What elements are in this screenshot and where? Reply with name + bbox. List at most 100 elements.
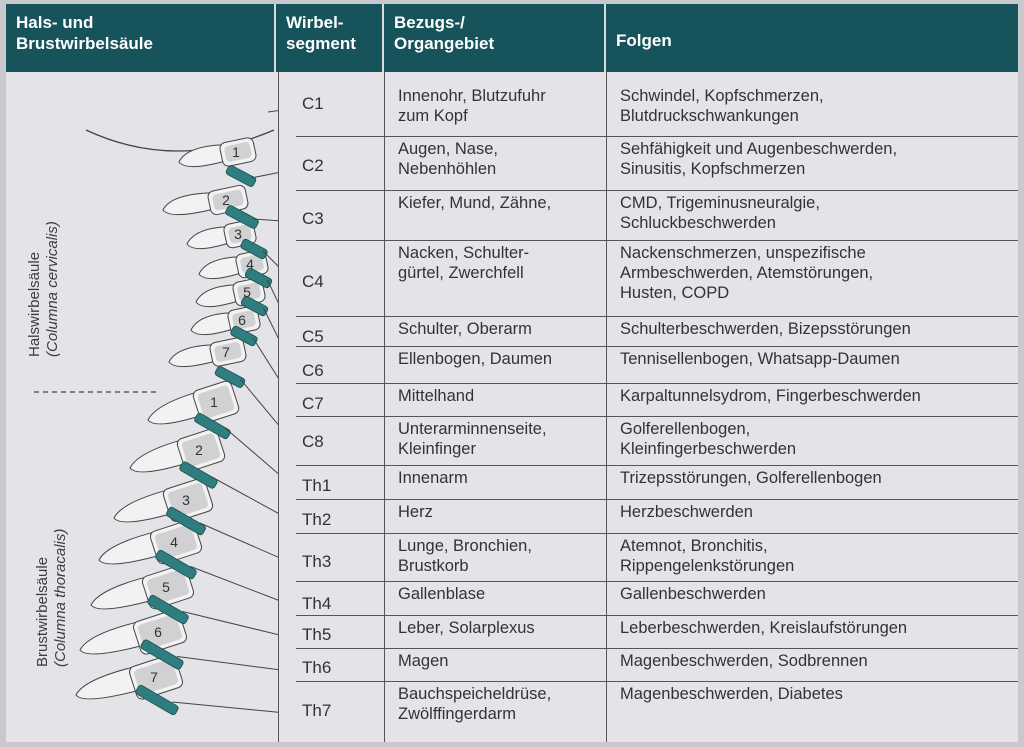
intervertebral-disc	[166, 506, 206, 536]
spinous-process	[178, 144, 229, 168]
organ-cell: Bauchspeicheldrüse,Zwölffingerdarm	[398, 684, 608, 724]
vertebra-number: 5	[162, 579, 170, 595]
vertebra-number: 7	[222, 344, 230, 360]
segment-10: Th3	[302, 552, 332, 571]
vertebra-number: 3	[234, 226, 242, 242]
organ-line: Innenarm	[398, 469, 468, 487]
organ-line: Bauchspeicheldrüse,	[398, 685, 552, 703]
organ-line: Leber, Solarplexus	[398, 619, 535, 637]
vertebra-number: 5	[243, 284, 251, 300]
spinous-process	[90, 575, 155, 610]
organ-line: Nacken, Schulter-	[398, 244, 530, 262]
organ-line: Gallenblase	[398, 585, 486, 603]
organ-line: Ellenbogen, Daumen	[398, 350, 553, 368]
nerve-line	[251, 168, 297, 179]
header-effects-line1: Folgen	[616, 31, 672, 50]
header-spine-line2: Brustwirbelsäule	[16, 34, 153, 53]
vertebra-shade	[197, 385, 235, 419]
organ-cell: Lunge, Bronchien,Brustkorb	[398, 536, 608, 576]
vertebra-shade	[224, 142, 252, 162]
nerve-line	[177, 656, 297, 673]
segment-14: Th7	[302, 701, 332, 720]
organ-line: Kiefer, Mund, Zähne,	[398, 194, 552, 212]
spinous-process	[75, 665, 143, 700]
organ-cell: Gallenblase	[398, 584, 608, 604]
nerve-line	[263, 307, 297, 375]
cervical-label-text: Halswirbelsäule	[26, 251, 43, 357]
vertebra-shade	[134, 659, 178, 695]
vertebra-number: 6	[238, 312, 246, 328]
nerve-line	[267, 279, 297, 341]
vertebra-number: 2	[222, 192, 230, 208]
row-divider	[296, 190, 1018, 191]
segment-9: Th2	[302, 510, 332, 529]
vertebra-shade	[228, 224, 252, 244]
effect-line: Schluckbeschwerden	[620, 214, 776, 232]
nerve-line	[199, 522, 297, 566]
effect-line: Magenbeschwerden, Diabetes	[620, 685, 843, 703]
organ-line: zum Kopf	[398, 107, 468, 125]
vertebra-shade	[154, 524, 198, 560]
nerve-line	[252, 337, 297, 407]
effect-line: Karpaltunnelsydrom, Fingerbeschwerden	[620, 387, 921, 405]
effect-cell: Golferellenbogen,Kleinfingerbeschwerden	[620, 419, 1015, 459]
segment-3: C4	[302, 272, 324, 291]
segment-7: C8	[302, 432, 324, 451]
spinous-process	[129, 438, 189, 473]
header-segment-line1: Wirbel-	[286, 13, 344, 32]
effect-cell: Trizepsstörungen, Golferellenbogen	[620, 468, 1015, 488]
spinous-process	[198, 256, 244, 280]
segment-0: C1	[302, 94, 324, 113]
nerve-line	[267, 107, 297, 113]
effect-line: Schwindel, Kopfschmerzen,	[620, 87, 824, 105]
effect-cell: Magenbeschwerden, Sodbrennen	[620, 651, 1015, 671]
row-divider	[296, 346, 1018, 347]
nerve-line	[211, 476, 297, 524]
intervertebral-disc	[225, 205, 259, 229]
organ-cell: Mittelhand	[398, 386, 608, 406]
spinous-process	[186, 226, 232, 250]
effect-line: Herzbeschwerden	[620, 503, 753, 521]
organ-line: Schulter, Oberarm	[398, 320, 532, 338]
thoracic-label: Brustwirbelsäule (Columna thoracalis)	[34, 529, 70, 667]
intervertebral-disc	[135, 684, 179, 716]
vertebra-shade	[138, 614, 182, 650]
vertebra-shade	[232, 310, 256, 330]
organ-cell: Magen	[398, 651, 608, 671]
vertebra-shade	[214, 342, 242, 362]
organ-line: Unterarminnenseite,	[398, 420, 547, 438]
intervertebral-disc	[179, 461, 218, 489]
effect-line: Leberbeschwerden, Kreislaufstörungen	[620, 619, 908, 637]
grid-line	[384, 72, 385, 742]
effect-cell: Herzbeschwerden	[620, 502, 1015, 522]
effect-line: Magenbeschwerden, Sodbrennen	[620, 652, 868, 670]
cervical-label: Halswirbelsäule (Columna cervicalis)	[26, 221, 62, 357]
segment-4: C5	[302, 327, 324, 346]
organ-line: Kleinfinger	[398, 440, 476, 458]
effect-line: Blutdruckschwankungen	[620, 107, 799, 125]
effect-line: Gallenbeschwerden	[620, 585, 766, 603]
organ-line: Magen	[398, 652, 449, 670]
row-divider	[296, 499, 1018, 500]
organ-line: Lunge, Bronchien,	[398, 537, 532, 555]
organ-cell: Herz	[398, 502, 608, 522]
effect-line: Rippengelenkstörungen	[620, 557, 795, 575]
intervertebral-disc	[214, 366, 246, 388]
row-divider	[296, 240, 1018, 241]
row-divider	[296, 316, 1018, 317]
header-organ-line1: Bezugs-/	[394, 13, 465, 32]
effect-line: Armbeschwerden, Atemstörungen,	[620, 264, 874, 282]
row-divider	[296, 581, 1018, 582]
spinous-process	[195, 284, 241, 308]
intervertebral-disc	[240, 238, 268, 260]
header-segment-line2: segment	[286, 34, 356, 53]
organ-cell: Unterarminnenseite, Kleinfinger	[398, 419, 608, 459]
effect-line: Tennisellenbogen, Whatsapp-Daumen	[620, 350, 900, 368]
segment-1: C2	[302, 156, 324, 175]
header-segment: Wirbel- segment	[276, 4, 384, 72]
vertebra-number: 1	[232, 144, 240, 160]
